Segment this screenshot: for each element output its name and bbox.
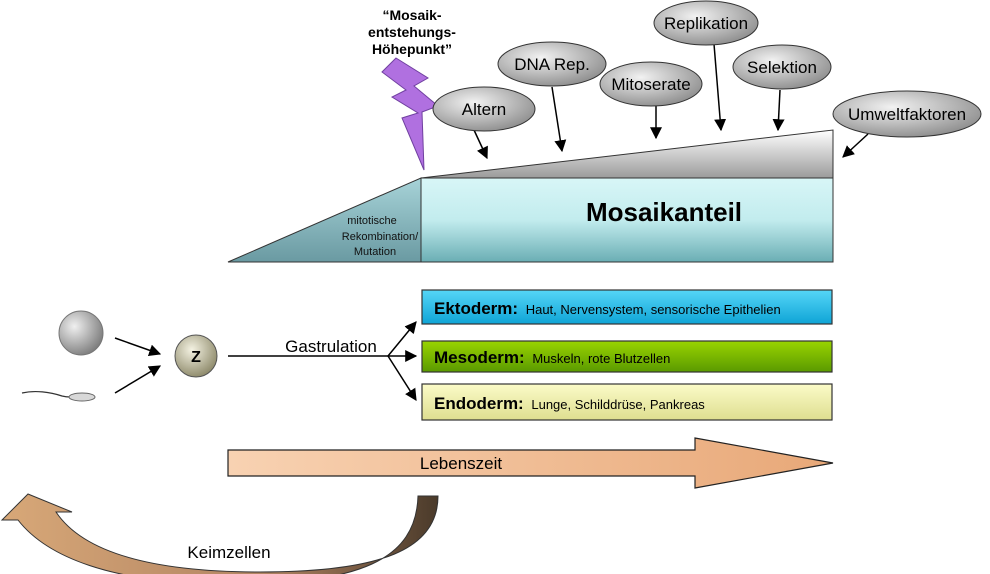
svg-text:Ektoderm: Haut, Nervensy: Ektoderm: Haut, Nervensystem, sensorisch… [434, 299, 781, 318]
endoderm-desc: Lunge, Schilddrüse, Pankreas [531, 397, 705, 412]
germ-layer-mesoderm: Mesoderm: Muskeln, rote Blutzellen [421, 340, 833, 373]
germline-curved-arrow [0, 493, 439, 574]
factor-dna-rep: DNA Rep. [497, 41, 607, 87]
sperm-tail [21, 390, 71, 398]
endoderm-name: Endoderm: [434, 394, 524, 413]
gastrulation-label: Gastrulation [285, 337, 377, 356]
mitotic-label-line1: mitotische [347, 215, 397, 227]
zygote [174, 334, 218, 378]
zygote-label: Z [191, 349, 201, 366]
egg-cell [58, 310, 104, 356]
germ-layer-ektoderm: Ektoderm: Haut, Nervensystem, sensorisch… [421, 289, 833, 325]
ektoderm-desc: Haut, Nervensystem, sensorische Epitheli… [526, 302, 781, 317]
mosaic-title: Mosaikanteil [586, 197, 742, 227]
factor-replikation: Replikation [653, 0, 759, 46]
mitotic-label-line2: Rekombination/ [342, 231, 419, 243]
lifespan-arrow [227, 437, 834, 489]
svg-text:Mesoderm: Muskeln, rote: Mesoderm: Muskeln, rote Blutzellen [434, 348, 670, 367]
peak-label-line1: “Mosaik- [382, 7, 441, 23]
peak-label-line2: entstehungs- [368, 24, 456, 40]
lightning-icon [381, 57, 439, 171]
mosaic-share-bar [420, 177, 834, 263]
factor-mitoserate: Mitoserate [599, 61, 703, 107]
ektoderm-name: Ektoderm: [434, 299, 518, 318]
factor-selektion-label: Selektion [747, 58, 817, 77]
germ-layer-endoderm: Endoderm: Lunge, Schilddrüse, Pankreas [421, 383, 833, 421]
factor-umweltfaktoren-label: Umweltfaktoren [848, 105, 966, 124]
mosaic-growth-wedge [420, 129, 834, 179]
germline-label: Keimzellen [187, 543, 270, 562]
mesoderm-desc: Muskeln, rote Blutzellen [532, 351, 670, 366]
sperm-cell [68, 392, 96, 402]
factor-replikation-label: Replikation [664, 14, 748, 33]
peak-label-line3: Höhepunkt” [372, 41, 452, 57]
svg-text:Endoderm: Lunge, Schildd: Endoderm: Lunge, Schilddrüse, Pankreas [434, 394, 705, 413]
mesoderm-name: Mesoderm: [434, 348, 525, 367]
mitotic-label-line3: Mutation [354, 246, 396, 258]
factor-umweltfaktoren: Umweltfaktoren [832, 90, 982, 138]
factor-dna-rep-label: DNA Rep. [514, 55, 590, 74]
lifespan-label: Lebenszeit [420, 454, 503, 473]
factor-selektion: Selektion [732, 44, 832, 90]
factor-altern-label: Altern [462, 100, 506, 119]
factor-altern: Altern [432, 86, 536, 132]
factor-mitoserate-label: Mitoserate [611, 75, 690, 94]
